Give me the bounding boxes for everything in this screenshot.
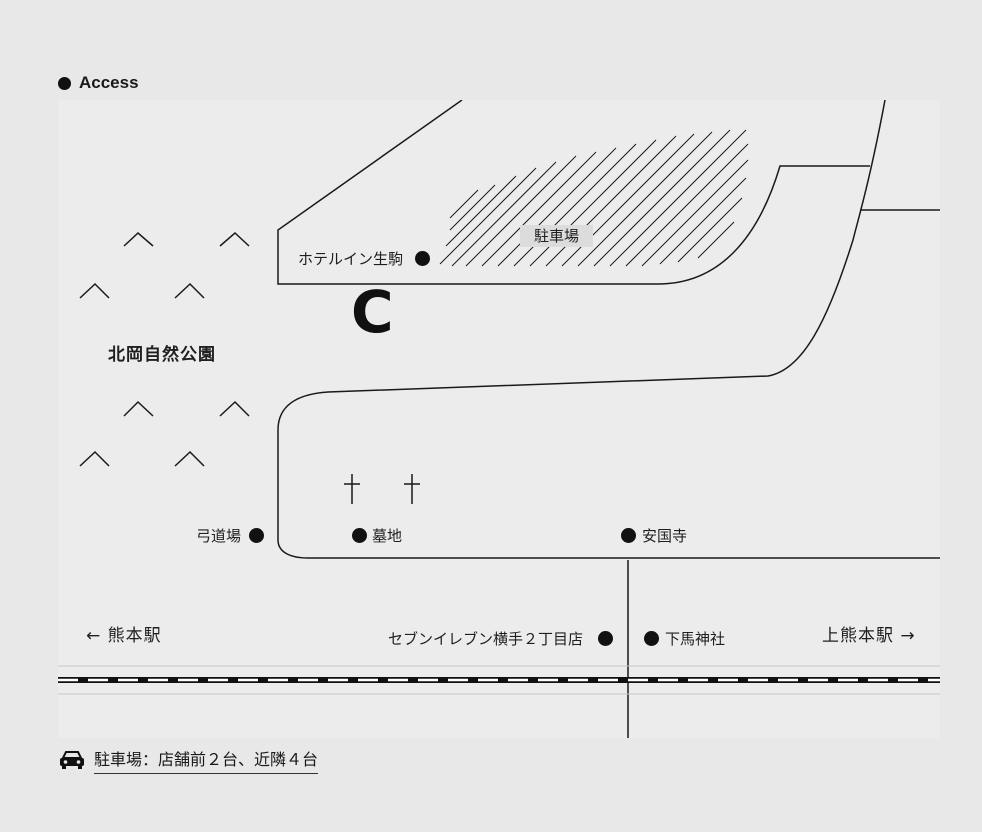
place-label-hotel: ホテルイン生駒 [298,250,404,268]
bullet-dot-icon [58,76,71,90]
place-pin [249,528,264,543]
map-drawing [58,100,940,738]
place-label-shimouma: 下馬神社 [665,630,726,648]
place-label-ankokuji: 安国寺 [642,527,688,545]
access-map: 駐車場 C 北岡自然公園 ホテルイン生駒 弓道場 墓地 安国寺 セブンイレブン横… [58,100,940,738]
place-pin [598,631,613,646]
car-icon [58,749,86,771]
place-label-kyudojo: 弓道場 [196,527,242,545]
cross-mark [344,474,360,504]
access-heading: Access [58,73,139,93]
shop-block-outline [277,100,870,285]
access-title: Access [79,73,139,92]
park-label: 北岡自然公園 [108,345,216,365]
main-road-curve [277,100,940,559]
place-pin [621,528,636,543]
mountain-mark [219,400,250,417]
parking-note-text: 駐車場：店舗前２台、近隣４台 [94,746,319,774]
parking-note: 駐車場：店舗前２台、近隣４台 [58,746,319,774]
shop-logo-icon: C [351,278,394,346]
mountain-mark [174,282,205,299]
mountain-mark [123,400,154,417]
place-pin [644,631,659,646]
station-left-label: ← 熊本駅 [86,626,162,646]
parking-label: 駐車場 [520,225,594,247]
place-label-seven-eleven: セブンイレブン横手２丁目店 [388,630,584,648]
mountain-mark [174,450,205,467]
station-right-label: 上熊本駅 → [822,626,916,646]
mountain-mark [123,231,154,247]
mountain-mark [79,450,110,467]
place-pin [352,528,367,543]
cross-mark [404,474,420,504]
mountain-mark [219,231,250,247]
railway-track [58,665,940,695]
place-pin [415,251,430,266]
mountain-mark [79,282,110,299]
place-label-bochi: 墓地 [372,527,403,545]
